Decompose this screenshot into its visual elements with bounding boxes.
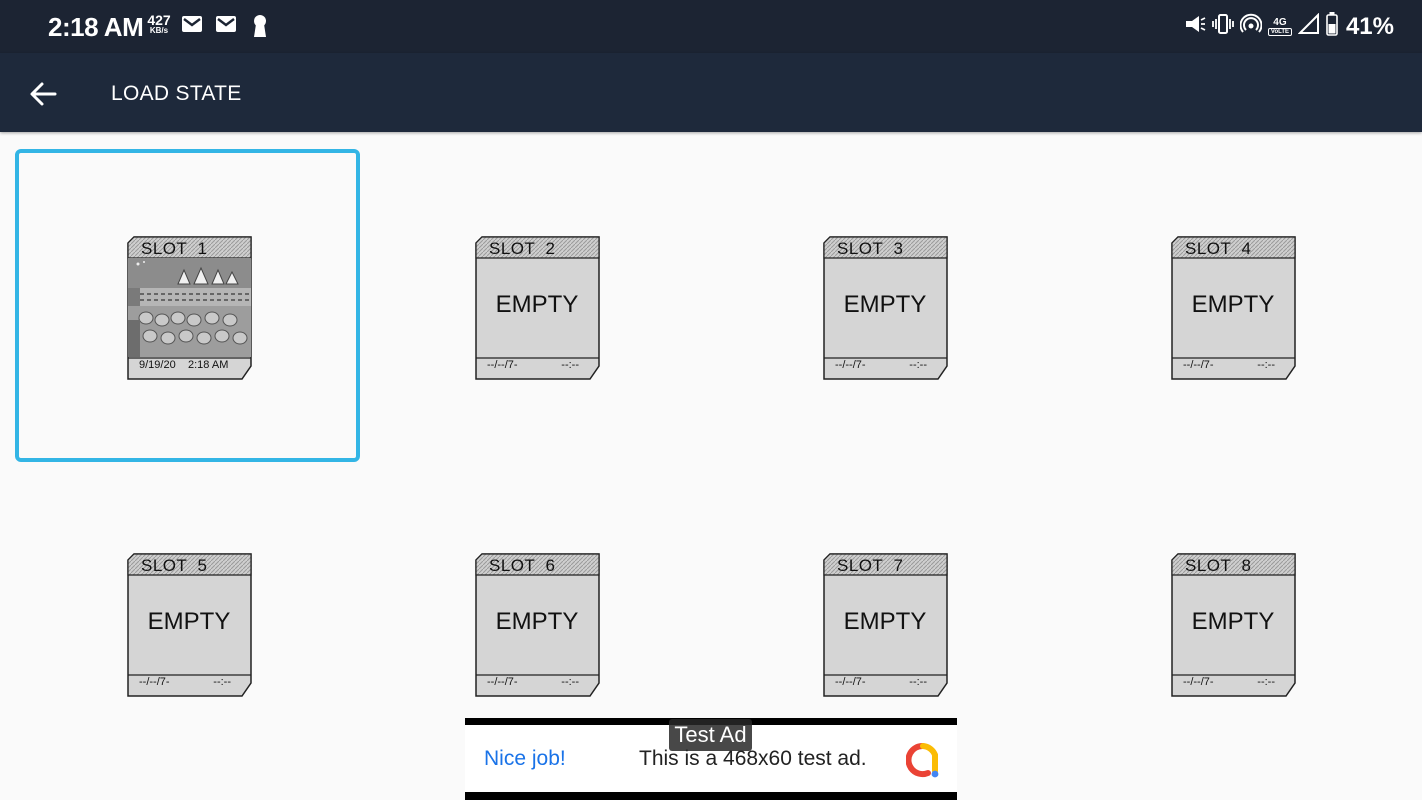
slot-date: --/--/7- [835,676,866,688]
slot-empty-text: EMPTY [147,608,231,635]
save-slot-card[interactable]: SLOT 2 EMPTY --/--/7- --:-- [475,236,601,381]
slot-empty-text: EMPTY [1191,291,1275,318]
slot-thumbnail [128,258,251,357]
slot-empty-text: EMPTY [843,291,927,318]
app-bar: LOAD STATE [0,53,1422,132]
megaphone-icon [1184,14,1206,39]
slot-time: --:-- [213,676,231,688]
signal-icon [1297,12,1320,40]
slot-label: SLOT 6 [489,556,556,575]
save-slot-card[interactable]: SLOT 8 EMPTY --/--/7- --:-- [1171,553,1297,698]
ad-content[interactable]: Nice job! This is a 468x60 test ad. [465,725,957,792]
slot-time: --:-- [909,676,927,688]
status-right-group: 4G VoLTE 41% [1184,12,1394,41]
battery-icon [1326,12,1338,41]
slot-date: --/--/7- [835,359,866,371]
network-speed-value: 427 [147,12,171,28]
test-ad-badge: Test Ad [669,719,752,751]
ad-cta-link[interactable]: Nice job! [484,747,566,770]
slot-date: 9/19/20 [139,359,176,371]
slot-label: SLOT 5 [141,556,208,575]
slot-empty-text: EMPTY [1191,608,1275,635]
slot-date: --/--/7- [1183,359,1214,371]
4g-volte-icon: 4G VoLTE [1267,17,1292,36]
save-slot-card[interactable]: SLOT 3 EMPTY --/--/7- --:-- [823,236,949,381]
slot-time: --:-- [561,359,579,371]
gmail-icon [215,15,237,38]
slot-label: SLOT 7 [837,556,904,575]
page-title: LOAD STATE [111,82,242,105]
save-slot-card[interactable]: SLOT 6 EMPTY --/--/7- --:-- [475,553,601,698]
slot-date: --/--/7- [487,676,518,688]
slot-cell-1[interactable] [15,149,360,462]
slot-time: --:-- [909,359,927,371]
keyhole-icon [252,14,268,43]
save-slot-card[interactable]: SLOT 7 EMPTY --/--/7- --:-- [823,553,949,698]
slot-label: SLOT 2 [489,239,556,258]
slot-empty-text: EMPTY [495,291,579,318]
slot-date: --/--/7- [487,359,518,371]
slot-empty-text: EMPTY [843,608,927,635]
network-speed-unit: KB/s [149,26,169,35]
gmail-icon [181,15,203,38]
save-slot-card[interactable]: SLOT 5 EMPTY --/--/7- --:-- [127,553,253,698]
arrow-left-icon [30,82,57,106]
save-slot-card[interactable]: SLOT 4 EMPTY --/--/7- --:-- [1171,236,1297,381]
slot-label: SLOT 1 [141,239,208,258]
slot-label: SLOT 3 [837,239,904,258]
status-bar: 2:18 AM 427 KB/s 4G VoLTE 41% [0,0,1422,53]
slot-time: --:-- [1257,676,1275,688]
network-speed: 427 KB/s [146,13,172,35]
status-time: 2:18 AM [48,12,144,42]
slot-label: SLOT 8 [1185,556,1252,575]
slot-date: --/--/7- [1183,676,1214,688]
hotspot-icon [1239,13,1263,40]
battery-percent: 41% [1345,12,1394,40]
back-button[interactable] [22,73,64,115]
slot-label: SLOT 4 [1185,239,1252,258]
slot-date: --/--/7- [139,676,170,688]
slot-time: 2:18 AM [188,359,229,371]
vibrate-icon [1212,13,1234,40]
slot-empty-text: EMPTY [495,608,579,635]
ad-text: This is a 468x60 test ad. [639,747,867,770]
adsense-logo-icon[interactable] [905,743,940,784]
slot-time: --:-- [1257,359,1275,371]
slot-time: --:-- [561,676,579,688]
